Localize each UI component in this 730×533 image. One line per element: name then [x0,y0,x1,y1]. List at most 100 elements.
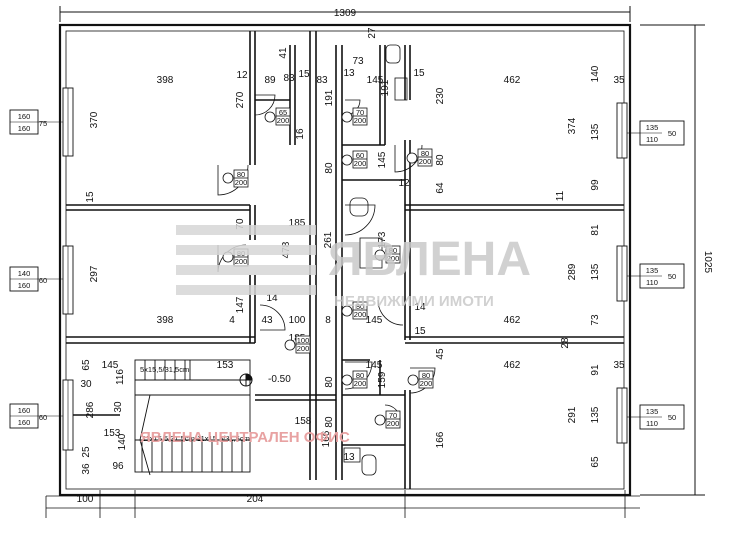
dim-left-286: 286 [85,401,96,418]
stair-dim-145: 145 [102,360,119,371]
dim-r-81: 81 [590,224,601,236]
watermark-logo-icon [176,225,316,295]
dim-mid-73: 73 [590,314,601,326]
dim-top-15b: 15 [413,68,425,79]
window-3: 160 160 60 [9,379,74,451]
dim-r-135b: 135 [590,263,601,280]
dim-r-28: 28 [560,337,571,349]
stair-dim-116: 116 [115,369,126,385]
dimension-texts: 398 12 89 83 15 83 13 145 15 462 140 35 … [80,27,625,475]
door-tag-4-bottom: 200 [354,116,367,125]
dim-top-462: 462 [504,75,521,86]
bottom-dimension-strip [45,490,640,518]
dim-r-12: 12 [398,178,410,189]
dim-top-83a: 83 [283,73,295,84]
overall-height-dimension [640,24,705,496]
dim-in-80c: 80 [324,416,335,428]
dim-r-166: 166 [435,431,446,448]
door-tag-5: 60 200 [341,150,368,169]
door-tag-7-top: 80 [356,302,364,311]
window-2-top: 140 [18,269,31,278]
dim-r-135a: 135 [590,123,601,140]
stair-label-bottom-right: 11x15,5/31,5cm [197,434,250,443]
level-marker-icon [239,373,253,387]
window-2-bottom: 160 [18,281,31,290]
dim-in-173: 173 [377,231,388,248]
dim-left-30: 30 [80,379,92,390]
window-4-top: 135 [646,123,659,132]
window-4-mid: 50 [668,129,676,138]
dim-top-13: 13 [343,68,355,79]
dim-r-374: 374 [567,117,578,134]
dim-left-297: 297 [89,265,100,282]
dim-mid-462: 462 [504,315,521,326]
stair-label-bottom-left: 11x15,5/31,5cm [142,434,195,443]
door-tag-9: 80 200 [407,370,434,389]
door-tag-12-bottom: 200 [297,344,310,353]
door-tag-7: 80 200 [341,301,368,320]
dim-in-80a: 80 [324,162,335,174]
dim-in-261: 261 [323,231,334,248]
stair-label-top: 5x15,5/31,5cm [140,365,189,374]
dim-mid-145: 145 [366,315,383,326]
dim-mid-100: 100 [289,315,306,326]
level-marker-label: -0.50 [268,374,291,385]
dim-in-80b: 80 [324,376,335,388]
overall-width-dimension [59,6,631,22]
dim-mid-15: 15 [414,326,426,337]
dim-r-289: 289 [567,263,578,280]
door-tag-12-top: 100 [297,336,310,345]
dim-r-80: 80 [435,154,446,166]
dim-mid-14b: 14 [414,302,426,313]
dim-35-lower: 35 [613,360,625,371]
window-6-mid: 50 [668,413,676,422]
stair-dim-140: 140 [117,433,128,450]
door-tag-9-top: 80 [422,371,430,380]
door-tag-8: 80 200 [341,370,368,389]
window-5: 135 110 50 [616,245,685,302]
door-tag-11: 70 200 [374,410,401,429]
door-tag-11-top: 70 [389,411,397,420]
window-1-top: 160 [18,112,31,121]
dim-153-hall: 153 [217,360,234,371]
window-5-mid: 50 [668,272,676,281]
window-1: 160 160 75 [9,87,74,157]
door-tag-11-bottom: 200 [387,419,400,428]
dim-in-13: 13 [343,452,355,463]
door-tag-1: 80 200 [222,169,249,188]
dim-left-370: 370 [89,111,100,128]
dim-r-230: 230 [435,87,446,104]
door-tag-6: 80 200 [406,148,433,167]
dim-r-64: 64 [435,182,446,194]
dim-left-65: 65 [81,359,92,371]
overall-height-label: 1025 [702,251,713,274]
stair-dim-153: 153 [104,428,121,439]
dim-462-lower: 462 [504,360,521,371]
dim-small-73: 73 [352,56,364,67]
dim-top-12: 12 [236,70,248,81]
window-3-mid: 60 [39,413,47,422]
window-3-bottom: 160 [18,418,31,427]
dim-r-291: 291 [567,406,578,423]
window-4-bottom: 110 [646,135,658,144]
staircase [134,359,251,476]
door-tag-10: 80 200 [374,245,401,264]
window-6-top: 135 [646,407,659,416]
dim-mid-8: 8 [325,315,331,326]
window-6-bottom: 110 [646,419,658,428]
bottom-dim-100: 100 [77,494,94,505]
interior-walls [66,31,624,489]
dim-in-166: 166 [321,430,332,447]
door-tag-2-bottom: 200 [235,257,248,266]
watermark-tagline: НЕДВИЖИМИ ИМОТИ [334,293,494,310]
dim-top-35: 35 [613,75,625,86]
watermark-brand: ЯВЛЕНА [328,233,531,286]
door-tag-3: 65 200 [264,107,291,126]
dim-in-70: 70 [235,218,246,230]
window-6: 135 110 50 [616,387,685,444]
door-tag-3-bottom: 200 [277,116,290,125]
dim-small-41: 41 [278,47,289,59]
dim-top-398: 398 [157,75,174,86]
door-tag-4: 70 200 [341,107,368,126]
window-2-mid: 60 [39,276,47,285]
